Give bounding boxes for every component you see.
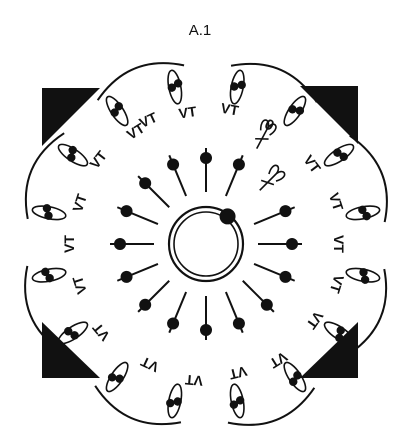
stitch-label: VT	[303, 308, 327, 332]
starting-dot-icon	[219, 208, 236, 225]
stitch-label: VT	[266, 349, 290, 372]
stitch-label: VT	[69, 191, 90, 213]
double-crochet-icon	[120, 205, 133, 218]
double-crochet-icon	[167, 317, 180, 330]
chain-arch-icon	[94, 385, 182, 426]
chain-arch-icon	[349, 134, 388, 223]
double-crochet-icon	[139, 298, 152, 311]
treble-cluster-icon	[345, 267, 381, 284]
treble-cluster-icon	[166, 383, 183, 419]
stitch-label: VT	[184, 372, 204, 390]
treble-cluster-icon	[105, 361, 129, 393]
stitch-label: VT	[227, 363, 249, 383]
treble-cluster-icon	[323, 143, 355, 167]
treble-cluster-icon	[31, 267, 67, 283]
stitch-label: VT	[86, 147, 110, 171]
double-crochet-icon	[232, 158, 245, 171]
double-crochet-icon	[167, 158, 180, 171]
magic-ring-icon	[167, 205, 245, 283]
stitch-label: VT	[138, 353, 161, 375]
double-crochet-icon	[114, 238, 126, 250]
double-crochet-icon	[139, 177, 152, 190]
stitch-label: VT	[331, 235, 347, 253]
magic-ring-icon	[173, 211, 239, 277]
treble-cluster-icon	[167, 69, 183, 105]
chain-arch-icon	[24, 132, 65, 220]
corner-triangle-icon	[300, 86, 358, 144]
treble-cluster-icon	[105, 95, 129, 127]
treble-cluster-icon	[259, 164, 286, 191]
stitch-label: VT	[300, 152, 324, 176]
treble-cluster-icon	[283, 361, 307, 393]
stitch-label: VT	[137, 109, 160, 131]
treble-cluster-icon	[31, 204, 67, 221]
treble-cluster-icon	[229, 69, 246, 105]
stitch-label: VT	[327, 273, 348, 295]
corner-triangle-icon	[42, 88, 100, 146]
stitch-label: VT	[69, 274, 90, 296]
double-crochet-icon	[120, 270, 133, 283]
treble-cluster-icon	[345, 205, 381, 221]
stitch-label: VT	[326, 191, 347, 213]
chain-arch-icon	[227, 387, 316, 426]
double-crochet-icon	[200, 324, 212, 336]
double-crochet-icon	[286, 238, 298, 250]
double-crochet-icon	[260, 298, 273, 311]
stitch-label: VT	[61, 235, 77, 253]
treble-cluster-icon	[57, 143, 89, 167]
chart-title: A.1	[188, 22, 212, 39]
double-crochet-icon	[279, 205, 292, 218]
stitch-label: VT	[89, 320, 113, 344]
double-crochet-icon	[232, 317, 245, 330]
treble-cluster-icon	[283, 95, 307, 127]
stitch-label: VT	[178, 103, 198, 121]
chain-arch-icon	[96, 62, 185, 101]
double-crochet-icon	[200, 152, 212, 164]
treble-cluster-icon	[229, 383, 245, 419]
corner-triangle-icon	[42, 322, 100, 378]
corner-triangle-icon	[300, 322, 358, 378]
treble-cluster-icon	[255, 119, 277, 150]
double-crochet-icon	[279, 270, 292, 283]
